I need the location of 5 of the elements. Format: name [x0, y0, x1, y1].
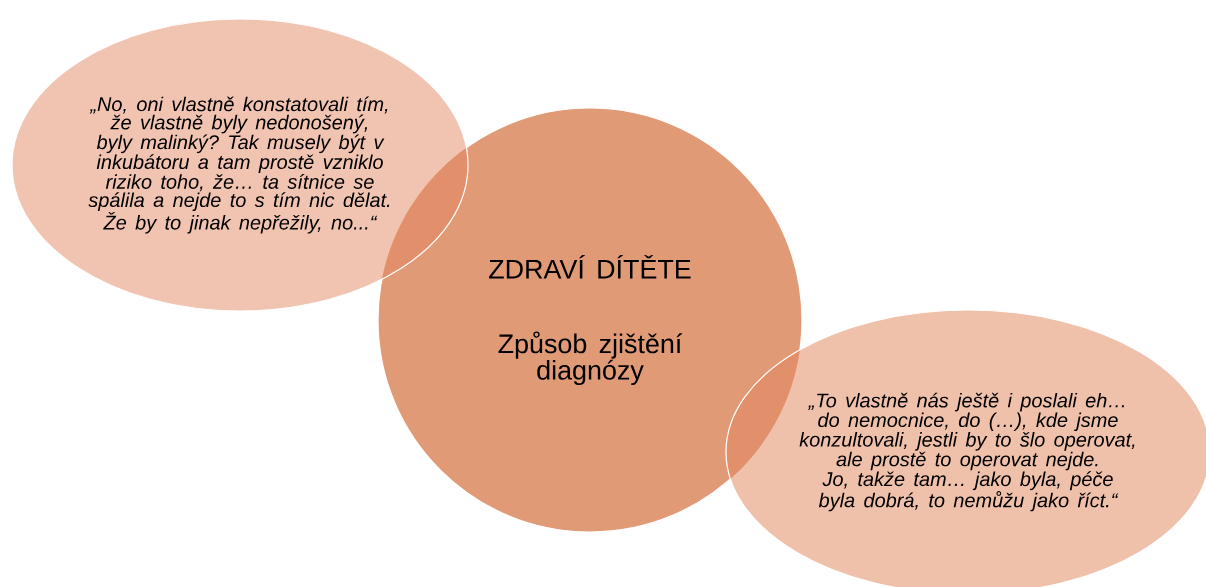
quote-ellipse — [11, 18, 469, 312]
quote-text: „To vlastně nás ještě i poslali eh… do nemocnice, do (…), kde jsme konzultovali, jestli by to šlo operovat, ale prostě to operovat nejde. Jo, takže tam… jako byla, péče byla dobrá, to nemůžu jako říct.“ — [799, 392, 1135, 512]
quote-ellipse — [725, 309, 1206, 587]
topic-text: ZDRAVÍ DÍTĚTE Způsob zjištění diagnózy — [489, 254, 691, 386]
quote-text: „No, oni vlastně konstatovali tím, že vlastně byly nedonošený, byly malinký? Tak musely být v inkubátoru a tam prostě vzniklo riziko toho, že… ta sítnice se spálila a nejde to s tím nic dělat. Že by to jinak nepřežily, no...“ — [88, 96, 390, 234]
